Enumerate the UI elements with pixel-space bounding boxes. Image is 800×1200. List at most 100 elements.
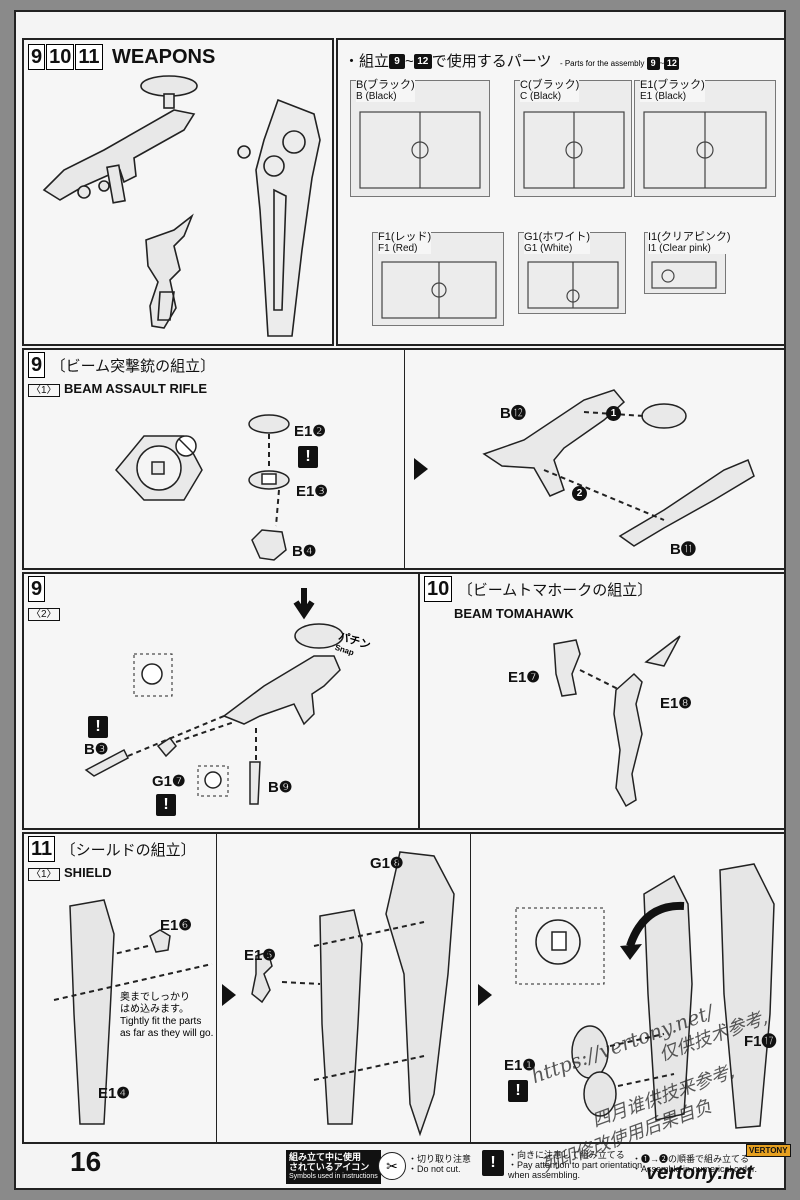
step10-drawing (553, 635, 681, 808)
part-label-e1-6: E1❻ (160, 917, 192, 934)
runner-label-f1: F1(レッド)F1 (Red) (378, 231, 432, 254)
legend-cut: ・切り取り注意 ・Do not cut. (408, 1154, 471, 1174)
legend-orientation-en-1: ・Pay attention to part orientation (508, 1160, 643, 1170)
legend-cut-jp: ・切り取り注意 (408, 1154, 472, 1164)
parts-heading-step-a: 9 (389, 54, 406, 70)
step10-panel: 10 〔ビームトマホークの組立〕 BEAM TOMAHAWK E1❼ E1❽ (418, 572, 786, 830)
runner-e1-jp: E1(ブラック) (640, 79, 705, 91)
step11-subheader: 〈1〉 SHIELD (28, 864, 112, 882)
symbol-legend: 組み立て中に使用 されているアイコン Symbols used in instr… (286, 1146, 782, 1190)
orientation-caution-icon: ! (482, 1150, 504, 1176)
parts-heading-prefix: ・組立 (344, 53, 390, 70)
step-en-title: BEAM TOMAHAWK (454, 606, 574, 621)
step11-header: 11 〔シールドの組立〕 (28, 836, 196, 862)
runner-c-jp: C(ブラック) (520, 79, 580, 91)
runner-label-c: C(ブラック)C (Black) (520, 79, 580, 102)
step-divider (216, 834, 217, 1142)
step9-1-header: 9 〔ビーム突撃銃の組立〕 (28, 352, 215, 378)
caution-icon: ! (298, 446, 318, 468)
order-number-1: 1 (606, 406, 621, 421)
runner-label-i1: I1(クリアピンク)I1 (Clear pink) (648, 232, 731, 254)
runner-b-jp: B(ブラック) (356, 79, 415, 91)
part-label-e1-1: E1❶ (504, 1057, 536, 1074)
step-jp-title: 〔ビームトマホークの組立〕 (457, 582, 653, 599)
legend-order: ・❶→❷の順番で組み立てる ・Assemble in numerical ord… (632, 1154, 757, 1174)
fit-note-en-1: Tightly fit the parts (120, 1016, 202, 1027)
step-divider (404, 350, 405, 568)
legend-orientation-jp: ・向きに注意して組み立てる (508, 1150, 625, 1160)
beam-rifle-drawing (42, 75, 198, 204)
substep-label: 〈1〉 (28, 384, 60, 397)
runner-f1-jp: F1(レッド) (378, 231, 432, 243)
fit-note-jp-1: 奥までしっかり (120, 992, 190, 1003)
step-en-title: BEAM ASSAULT RIFLE (64, 381, 208, 396)
step-divider (470, 834, 471, 1142)
part-label-b9: B❾ (268, 779, 293, 796)
legend-cut-en: ・Do not cut. (408, 1164, 461, 1174)
part-label-f1-17: F1⓱ (744, 1033, 777, 1050)
watermark-brand: vertony.net (646, 1162, 754, 1184)
step-number: 9 (28, 352, 46, 378)
parts-subheading-step-a: 9 (646, 57, 660, 71)
step9-part1-panel: 9 〔ビーム突撃銃の組立〕 〈1〉 BEAM ASSAULT RIFLE (22, 348, 786, 570)
runner-c-en: C (Black) (520, 91, 562, 102)
part-label-b3: B❸ (84, 741, 109, 758)
step9-part2-panel: 9 〈2〉 パチン Sna (22, 572, 420, 830)
parts-heading-sep: ~ (405, 53, 414, 70)
legend-title-en: Symbols used in instructions (289, 1173, 378, 1180)
part-label-e1-4: E1❹ (98, 1085, 130, 1102)
step9-1-subheader: 〈1〉 BEAM ASSAULT RIFLE (28, 380, 207, 398)
parts-subheading-text: - Parts for the assembly (559, 59, 645, 68)
substep-label: 〈1〉 (28, 868, 60, 881)
page-number: 16 (70, 1146, 102, 1177)
runner-label-e1: E1(ブラック)E1 (Black) (640, 80, 705, 102)
legend-orientation-en-2: when assembling. (508, 1170, 581, 1180)
step-number: 11 (75, 44, 103, 70)
order-number-2: 2 (572, 486, 587, 501)
parts-heading-step-b: 12 (413, 54, 432, 70)
caution-icon: ! (508, 1080, 528, 1102)
watermark-badge: VERTONY (746, 1144, 791, 1157)
step-jp-title: 〔シールドの組立〕 (60, 842, 196, 859)
step10-header: 10 〔ビームトマホークの組立〕 (424, 576, 652, 602)
step-number: 9 (28, 576, 46, 602)
parts-heading-suffix: で使用するパーツ (431, 53, 552, 70)
weapons-title: WEAPONS (111, 46, 216, 68)
step11-drawing (53, 851, 775, 1137)
fit-note-jp-2: はめ込みます。 (120, 1004, 189, 1015)
step-number: 10 (46, 44, 75, 70)
part-label-g1-8: G1❽ (370, 855, 404, 872)
legend-order-jp: ・❶→❷の順番で組み立てる (632, 1154, 750, 1164)
step-number: 11 (28, 836, 56, 862)
tomahawk-drawing (145, 213, 194, 329)
caution-icon: ! (88, 716, 108, 738)
legend-orientation: ・向きに注意して組み立てる ・Pay attention to part ori… (508, 1150, 642, 1180)
step11-panel: 11 〔シールドの組立〕 〈1〉 SHIELD (22, 832, 786, 1144)
runner-b-en: B (Black) (356, 91, 397, 102)
do-not-cut-icon: ✂ (378, 1152, 406, 1180)
part-label-e1-3: E1❸ (296, 483, 328, 500)
part-label-e1-8: E1❽ (660, 695, 692, 712)
runner-g1-en: G1 (White) (524, 243, 573, 254)
part-label-e1-7: E1❼ (508, 669, 540, 686)
runner-i1-en: I1 (Clear pink) (648, 243, 711, 254)
step-number: 9 (28, 44, 46, 70)
step-number: 10 (424, 576, 453, 602)
parts-subheading-sep: ~ (659, 59, 665, 68)
runner-label-g1: G1(ホワイト)G1 (White) (524, 232, 590, 254)
part-label-g1-7: G1❼ (152, 773, 186, 790)
fit-note: 奥までしっかり はめ込みます。 Tightly fit the parts as… (120, 992, 214, 1040)
shield-drawing (237, 98, 321, 337)
step9-1-drawing (115, 389, 755, 561)
runner-g1-jp: G1(ホワイト) (524, 231, 590, 243)
fit-note-en-2: as far as they will go. (120, 1028, 214, 1039)
next-arrow-icon (478, 984, 492, 1006)
runner-label-b: B(ブラック)B (Black) (356, 80, 415, 102)
step9-2-drawing (84, 588, 344, 805)
step9-2-header: 9 (28, 576, 46, 602)
